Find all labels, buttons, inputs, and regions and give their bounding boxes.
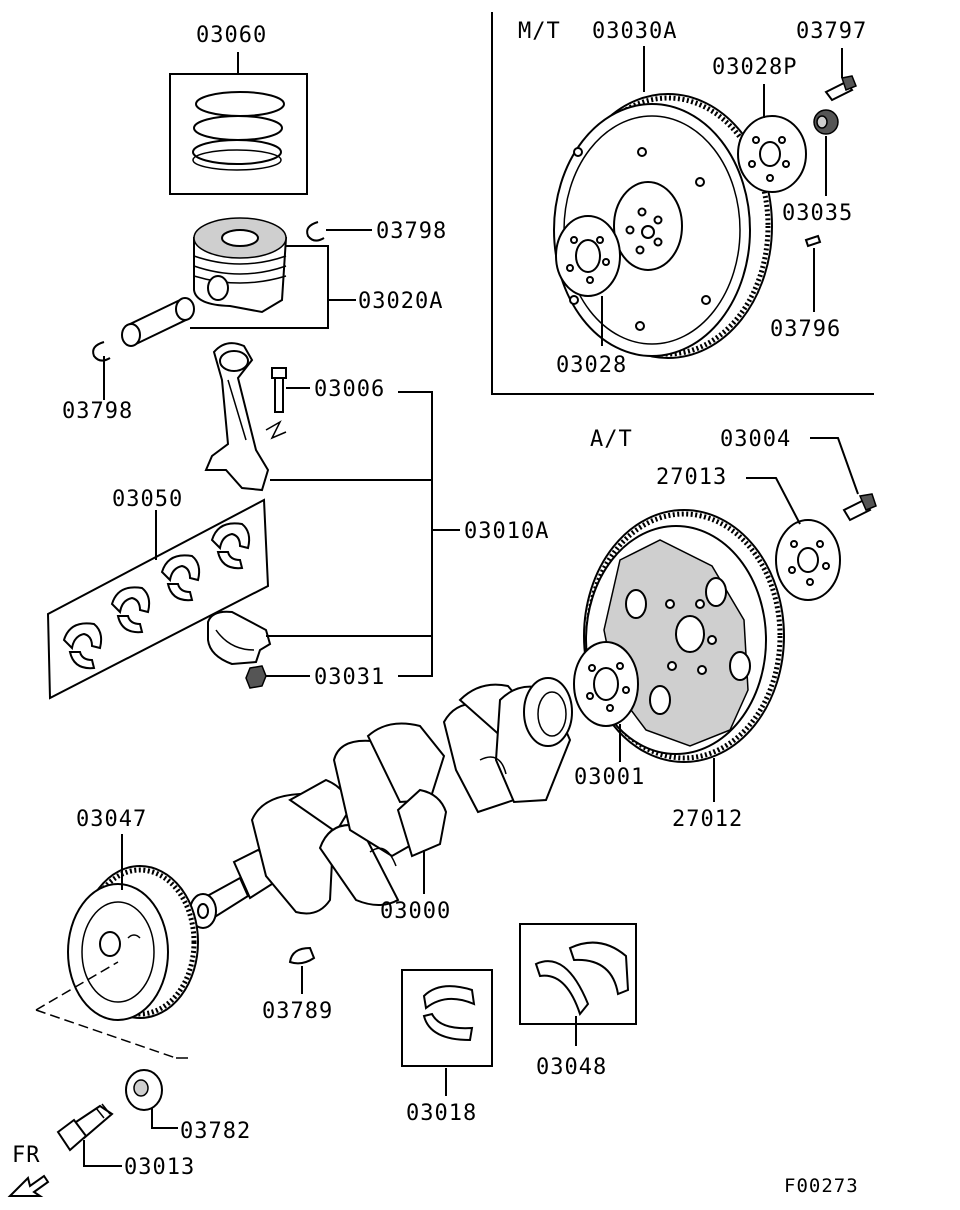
at-adapter-plate[interactable]: [573, 641, 639, 727]
part-label-03028p: 03028P: [712, 55, 797, 80]
part-label-03797: 03797: [796, 19, 867, 44]
pulley-axis-guide: [35, 961, 188, 1059]
part-label-27012: 27012: [672, 807, 743, 832]
pulley-washer[interactable]: [125, 1069, 163, 1111]
part-label-03013: 03013: [124, 1155, 195, 1180]
piston[interactable]: [193, 217, 288, 314]
pulley-bolt[interactable]: [56, 1103, 114, 1152]
crankshaft[interactable]: [189, 677, 573, 929]
crankshaft-pulley[interactable]: [67, 865, 199, 1021]
direction-label: FR: [12, 1143, 41, 1168]
part-label-03030a: 03030A: [592, 19, 677, 44]
at-drive-plate-backing[interactable]: [775, 519, 841, 601]
part-label-03798-upper: 03798: [376, 219, 447, 244]
connecting-rod-bolt[interactable]: [265, 367, 287, 440]
thrust-bearing[interactable]: [519, 923, 637, 1025]
part-label-27013: 27013: [656, 465, 727, 490]
dowel-pin[interactable]: [804, 234, 822, 248]
part-label-03020a: 03020A: [358, 289, 443, 314]
snap-ring-lower[interactable]: [92, 341, 111, 362]
part-label-03010a: 03010A: [464, 519, 549, 544]
part-label-03789: 03789: [262, 999, 333, 1024]
part-label-03018: 03018: [406, 1101, 477, 1126]
mt-section-frame: [491, 12, 874, 395]
mt-flywheel-bolt[interactable]: [824, 75, 857, 102]
part-label-03031: 03031: [314, 665, 385, 690]
section-label-mt: M/T: [518, 19, 561, 44]
woodruff-key[interactable]: [288, 946, 316, 965]
front-direction-arrow: [7, 1174, 50, 1197]
part-label-03047: 03047: [76, 807, 147, 832]
leader-lines: [83, 46, 859, 1167]
part-label-03004: 03004: [720, 427, 791, 452]
part-label-03000: 03000: [380, 899, 451, 924]
connecting-rod-cap[interactable]: [207, 610, 272, 666]
conrod-bearing-set[interactable]: [46, 498, 270, 700]
pilot-bearing[interactable]: [813, 109, 839, 135]
snap-ring-upper[interactable]: [306, 221, 325, 242]
mt-flywheel[interactable]: [553, 93, 773, 359]
part-label-03028: 03028: [556, 353, 627, 378]
conrod-nut[interactable]: [245, 665, 267, 689]
part-label-03006: 03006: [314, 377, 385, 402]
part-label-03782: 03782: [180, 1119, 251, 1144]
mt-flywheel-plate[interactable]: [737, 115, 807, 193]
mt-adapter-plate[interactable]: [555, 215, 621, 297]
part-label-03796: 03796: [770, 317, 841, 342]
section-label-at: A/T: [590, 427, 633, 452]
bearing-shell: [110, 586, 151, 634]
part-label-03001: 03001: [574, 765, 645, 790]
crankshaft-bearing[interactable]: [401, 969, 493, 1067]
connecting-rod[interactable]: [204, 342, 270, 492]
figure-id: F00273: [784, 1175, 859, 1197]
part-label-03060: 03060: [196, 23, 267, 48]
bearing-shell: [62, 622, 103, 670]
part-label-03050: 03050: [112, 487, 183, 512]
part-label-03798-lower: 03798: [62, 399, 133, 424]
part-labels: 03060 03798 03020A 03798 03006 03050 030…: [12, 19, 867, 1197]
bearing-shell: [160, 554, 201, 602]
at-drive-plate-bolt[interactable]: [842, 493, 877, 522]
piston-pin[interactable]: [121, 297, 195, 347]
bearing-shell: [210, 522, 251, 570]
part-label-03035: 03035: [782, 201, 853, 226]
part-label-03048: 03048: [536, 1055, 607, 1080]
piston-ring-set[interactable]: [169, 52, 308, 195]
